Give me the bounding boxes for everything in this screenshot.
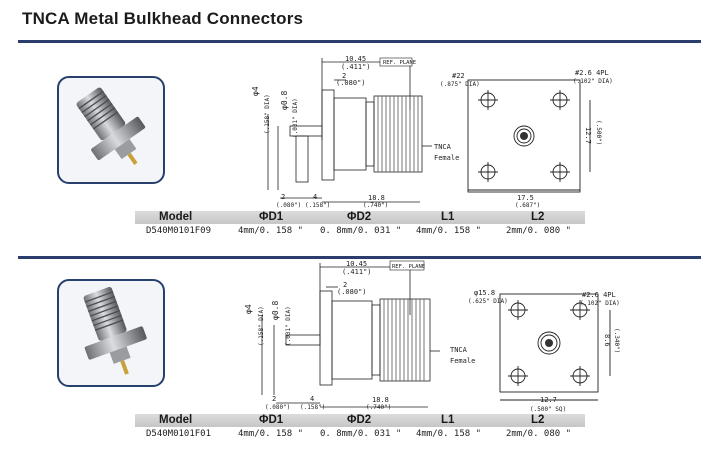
flange-hole-dia: φ15.8 [474,289,496,297]
dim-l1: 4 [310,395,315,403]
mount-hole-in: (.102" DIA) [573,78,613,85]
dim-l2-in: (.080") [265,404,291,411]
dim-overall-in: (.411") [342,268,372,276]
col-model: Model [159,414,193,426]
connector-label: TNCA Female [450,346,476,365]
cell-l2: 2mm/0. 080 " [506,226,572,236]
col-l2: L2 [531,414,545,426]
flange-width: 17.5 [517,194,534,202]
phi-d2-label: φ0.8 [271,300,280,320]
hole-spacing-v-in: (.340") [613,328,620,354]
dim-overall: 10.45 [345,55,367,63]
mount-hole: #2.6 4PL [582,291,616,299]
cell-d1: 4mm/0. 158 " [238,429,304,439]
dim-body: 18.8 [368,194,385,202]
cell-model: D540M0101F09 [146,226,212,236]
phi-d1-in: (.158" DIA) [258,306,265,346]
product-photo-card [57,279,165,387]
flange-hole-dia-in: (.625" DIA) [468,298,508,305]
dim-l2-in: (.080") [276,202,302,209]
section-divider [18,256,701,259]
front-view-drawing [499,293,611,401]
dim-l2: 2 [281,193,286,201]
connector-photo [76,87,146,165]
flange-hole-dia: #22 [452,72,465,80]
dim-l1-in: (.158") [305,202,331,209]
cell-d2: 0. 8mm/0. 031 " [320,226,402,236]
cell-l1: 4mm/0. 158 " [416,429,482,439]
cell-model: D540M0101F01 [146,429,212,439]
dim-overall-in: (.411") [341,63,371,71]
mount-hole-in: (.102" DIA) [580,300,620,307]
side-view-drawing [261,260,440,408]
dim-overall: 10.45 [346,260,368,268]
col-d2: ΦD2 [347,414,372,426]
connector-photo [83,287,147,375]
dim-body-in: (.740") [363,202,389,209]
flange-hole-dia-in: (.875" DIA) [440,81,480,88]
spec-table-header: Model ΦD1 ΦD2 L1 L2 [135,211,585,224]
col-l1: L1 [441,211,455,223]
dim-flange-in: (.080") [336,79,366,87]
col-l2: L2 [531,211,545,223]
cell-l2: 2mm/0. 080 " [506,429,572,439]
col-model: Model [159,211,193,223]
col-d1: ΦD1 [259,414,284,426]
dim-body: 18.8 [372,396,389,404]
dim-body-in: (.740") [366,404,392,411]
flange-width-in: (.500" SQ) [530,406,567,413]
header-rule [18,40,701,43]
dim-flange-in: (.080") [337,288,367,296]
dim-flange: 2 [342,72,347,80]
side-view-drawing [267,57,432,203]
ref-plane-label: REF. PLANE [383,60,417,66]
flange-width-in: (.687") [515,202,541,209]
product-photo-card [57,76,165,184]
cell-d1: 4mm/0. 158 " [238,226,304,236]
dim-flange: 2 [343,281,348,289]
ref-plane-label: REF. PLANE [392,264,426,270]
dim-l2: 2 [272,395,277,403]
spec-table-header: Model ΦD1 ΦD2 L1 L2 [135,414,585,427]
phi-d1-label: φ4 [244,304,253,314]
connector-label: TNCA Female [434,143,460,162]
cell-l1: 4mm/0. 158 " [416,226,482,236]
col-d1: ΦD1 [259,211,284,223]
dim-l1-in: (.158") [300,404,326,411]
flange-width: 12.7 [540,396,557,404]
phi-d2-in: (.031" DIA) [285,306,292,346]
page-title: TNCA Metal Bulkhead Connectors [22,9,304,28]
dim-l1: 4 [313,193,318,201]
col-d2: ΦD2 [347,211,372,223]
front-view-drawing [467,79,591,193]
cell-d2: 0. 8mm/0. 031 " [320,429,402,439]
mount-hole: #2.6 4PL [575,69,609,77]
col-l1: L1 [441,414,455,426]
product-section-1: 10.45 (.411") REF. PLANE 2 (.080") φ4 (.… [57,55,613,236]
